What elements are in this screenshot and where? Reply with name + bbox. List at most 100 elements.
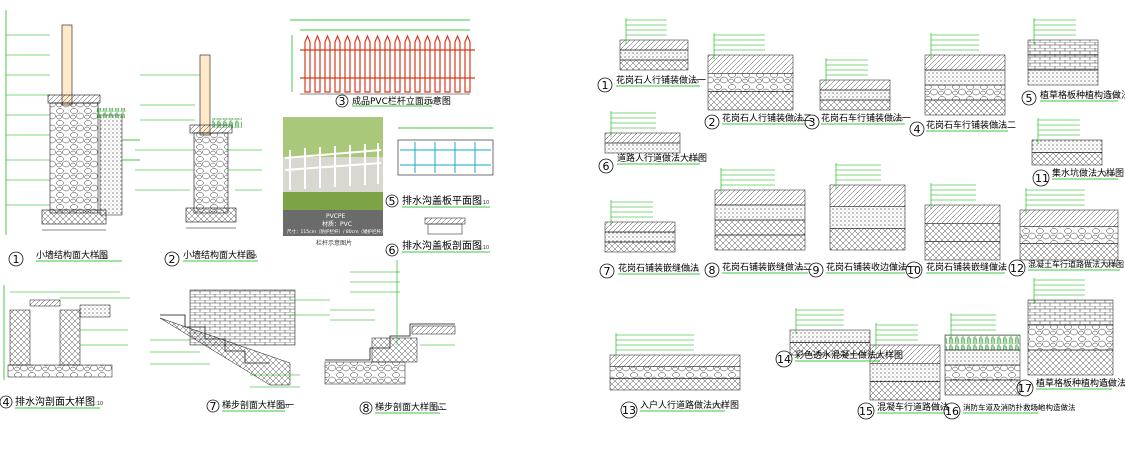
pavement-layer [609, 366, 741, 379]
right-detail-10-title: 10 花岗石铺装嵌缝做法 1:15 [905, 261, 1007, 279]
pavement-layer [1027, 324, 1114, 351]
pavement-layer [924, 84, 1006, 101]
left-detail-2-number: 2 [169, 253, 176, 266]
pavement-layer [1027, 299, 1114, 326]
right-detail-17-number: 17 [1018, 382, 1032, 395]
right-detail-9-title: 9 花岗石铺装收边做法一 1:15 [808, 261, 916, 278]
pavement-layer [829, 228, 906, 251]
left-detail-7-number: 7 [210, 400, 217, 413]
fence-picket [404, 34, 411, 93]
left-detail-2-title: 2 小墙结构面大样图 1:15 [164, 249, 258, 267]
left-detail-4-title: 4 排水沟剖面大样图 1:10 [0, 395, 103, 409]
left-detail-2-scale: 1:15 [246, 254, 257, 260]
right-detail-2-number: 2 [709, 116, 716, 129]
right-detail-10-label: 花岗石铺装嵌缝做法 [926, 261, 1007, 273]
right-detail-5-scale: 1:15 [1108, 94, 1119, 100]
pavement-layer [619, 59, 689, 71]
left-detail-4-label: 排水沟剖面大样图 [15, 395, 95, 408]
fence-picket [424, 34, 431, 93]
left-detail-4-drawing [3, 285, 130, 380]
left-detail-6-title: 6 排水沟盖板剖面图 1:10 [385, 239, 490, 257]
left-detail-1-title: 1 小墙结构面大样图 1:15 [8, 249, 122, 267]
right-detail-2-label: 花岗石人行铺装做法二 [722, 112, 812, 124]
pavement-layer [944, 379, 1021, 396]
right-detail-12-label: 混凝土车行道路做法大样图 [1028, 259, 1124, 269]
right-detail-17-title: 17 植草格板种植构造做法 1:15 [1016, 377, 1125, 397]
left-detail-1-label: 小墙结构面大样图 [36, 249, 108, 261]
right-detail-15-label: 混凝车行道路做法 [877, 401, 949, 413]
right-detail-7-label: 花岗石铺装嵌缝做法 [618, 262, 699, 274]
pavement-layer [1027, 349, 1114, 376]
fence-picket [464, 34, 471, 93]
right-detail-5-title: 5 植草格板种植构造做法 1:15 [1021, 89, 1125, 106]
left-detail-3-title: 3 成品PVC栏杆立面示意图 1:10 [335, 94, 451, 108]
right-detail-4-number: 4 [914, 123, 921, 136]
pavement-layer [924, 99, 1006, 116]
left-detail-8-label: 梯步剖面大样图二 [375, 401, 447, 413]
left-detail-8-number: 8 [363, 402, 370, 415]
right-detail-17-scale: 1:15 [1100, 382, 1111, 388]
fence-picket [444, 34, 451, 93]
right-detail-13-scale: 1:15 [712, 404, 723, 410]
right-detail-12-scale: 1:15 [1106, 263, 1117, 269]
left-detail-2-drawing [135, 54, 262, 229]
left-detail-6-number: 6 [389, 244, 396, 257]
right-detail-6-scale: 1:15 [688, 157, 699, 163]
right-detail-8-title: 8 花岗石铺装嵌缝做法二 1:15 [704, 261, 812, 278]
left-detail-1-drawing [5, 10, 140, 235]
right-detail-14-scale: 1:10 [870, 354, 881, 360]
right-detail-15-title: 15 混凝车行道路做法 1:15 [857, 401, 949, 420]
right-detail-10-number: 10 [907, 264, 921, 277]
fence-picket [394, 34, 401, 93]
right-detail-16-title: 16 消防车道及消防扑救场地构造做法 1:30 [943, 402, 1076, 420]
fence-picket [334, 34, 341, 93]
pavement-layer [1019, 226, 1119, 244]
pavement-layer [604, 132, 681, 144]
left-detail-5-label: 排水沟盖板平面图 [402, 194, 482, 207]
pavement-layer [714, 204, 806, 221]
pavement-layer [869, 381, 941, 401]
right-detail-1-number: 1 [602, 79, 609, 92]
fence-picket [344, 34, 351, 93]
left-detail-4-number: 4 [3, 396, 10, 409]
fence-picket [364, 34, 371, 93]
pavement-layer [604, 142, 681, 154]
pavement-layer [819, 89, 891, 101]
right-detail-16-label: 消防车道及消防扑救场地构造做法 [963, 402, 1076, 412]
fence-photo: PVCPE 材质：PVC 尺寸：115cm（防护栏杆）/ 80cm（矮护栏杆） … [283, 117, 385, 247]
pavement-layer [829, 206, 906, 229]
right-detail-11-title: 11 集水坑做法大样图 1:10 [1032, 167, 1124, 187]
fence-picket [354, 34, 361, 93]
right-detail-7-scale: 1:15 [688, 267, 699, 273]
right-detail-16-number: 16 [945, 405, 959, 418]
left-detail-7-title: 7 梯步剖面大样图一 1:10 [206, 399, 294, 413]
right-detail-17-label: 植草格板种植构造做法 [1036, 377, 1125, 389]
pavement-layer [604, 221, 676, 233]
right-detail-4-scale: 1:15 [996, 124, 1007, 130]
pavement-layer [1031, 152, 1103, 166]
right-detail-12-title: 12 混凝土车行道路做法大样图 1:15 [1008, 259, 1124, 277]
fence-picket [414, 34, 421, 93]
pavement-layer [924, 54, 1006, 71]
left-detail-2-label: 小墙结构面大样图 [183, 249, 255, 261]
fence-picket [304, 34, 311, 93]
left-detail-3-scale: 1:10 [424, 100, 435, 106]
right-detail-5-label: 植草格板种植构造做法 [1040, 89, 1125, 101]
right-detail-3-label: 花岗石车行铺装做法一 [821, 112, 911, 124]
pavement-layer [1031, 139, 1103, 153]
left-detail-1-scale: 1:15 [97, 255, 108, 261]
fence-picket [384, 34, 391, 93]
pavement-layer [789, 329, 871, 343]
right-detail-13-number: 13 [622, 404, 636, 417]
left-detail-5-number: 5 [389, 195, 396, 208]
right-detail-15-scale: 1:15 [932, 406, 943, 412]
fence-picket [454, 34, 461, 93]
right-detail-4-label: 花岗石车行铺装做法二 [926, 119, 1016, 131]
right-detail-8-label: 花岗石铺装嵌缝做法二 [722, 261, 812, 273]
pavement-layer [944, 349, 1021, 366]
pavement-layer [829, 184, 906, 207]
left-detail-3-label: 成品PVC栏杆立面示意图 [352, 95, 451, 107]
right-detail-7-title: 7 花岗石铺装嵌缝做法 1:15 [599, 262, 700, 279]
pavement-layer [1019, 243, 1119, 261]
right-detail-8-number: 8 [709, 264, 716, 277]
